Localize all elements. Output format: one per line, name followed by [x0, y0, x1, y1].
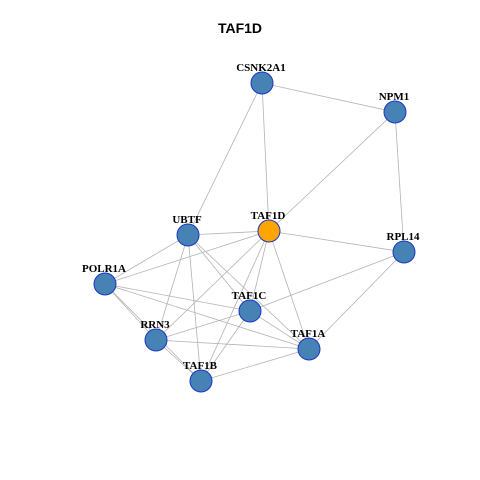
edge-taf1c-rrn3: [155, 310, 251, 341]
edge-csnk2a1-taf1d: [261, 82, 270, 232]
graph-title: TAF1D: [217, 20, 263, 36]
edge-npm1-taf1d: [268, 111, 396, 232]
edge-ubtf-rrn3: [155, 234, 189, 341]
edge-taf1d-taf1c: [249, 230, 270, 312]
edge-layer: [104, 82, 405, 382]
node-label-csnk2a1: CSNK2A1: [236, 62, 286, 74]
edge-polr1a-rrn3: [104, 283, 157, 341]
edge-rpl14-taf1a: [308, 251, 405, 350]
node-label-taf1d: TAF1D: [251, 210, 286, 222]
edge-taf1d-polr1a: [104, 230, 270, 285]
node-rrn3[interactable]: [144, 328, 168, 352]
edge-npm1-rpl14: [394, 111, 405, 253]
edge-rrn3-taf1a: [155, 339, 310, 350]
node-taf1b[interactable]: [189, 369, 213, 393]
node-layer: [93, 71, 416, 393]
node-label-polr1a: POLR1A: [82, 263, 126, 275]
node-npm1[interactable]: [383, 100, 407, 124]
edge-taf1b-taf1a: [200, 348, 310, 382]
edge-ubtf-taf1a: [187, 234, 310, 350]
node-label-npm1: NPM1: [379, 91, 410, 103]
node-label-rpl14: RPL14: [387, 231, 421, 243]
node-taf1a[interactable]: [297, 337, 321, 361]
edge-csnk2a1-npm1: [261, 82, 396, 113]
edge-taf1c-taf1a: [249, 310, 310, 350]
node-label-taf1c: TAF1C: [232, 290, 267, 302]
node-ubtf[interactable]: [176, 223, 200, 247]
edge-csnk2a1-ubtf: [187, 82, 263, 236]
edge-ubtf-taf1c: [187, 234, 251, 312]
edge-taf1d-rrn3: [155, 230, 270, 341]
edge-polr1a-taf1a: [104, 283, 310, 350]
edge-taf1d-taf1b: [200, 230, 270, 382]
edge-polr1a-taf1c: [104, 283, 251, 312]
node-polr1a[interactable]: [93, 272, 117, 296]
node-label-taf1a: TAF1A: [291, 328, 326, 340]
node-label-ubtf: UBTF: [172, 214, 202, 226]
edge-taf1d-taf1a: [268, 230, 310, 350]
edge-ubtf-polr1a: [104, 234, 189, 285]
edge-ubtf-taf1d: [187, 230, 270, 236]
edge-taf1c-taf1b: [200, 310, 251, 382]
edge-ubtf-taf1b: [187, 234, 202, 382]
node-rpl14[interactable]: [392, 240, 416, 264]
node-label-rrn3: RRN3: [140, 319, 170, 331]
node-csnk2a1[interactable]: [250, 71, 274, 95]
node-taf1c[interactable]: [238, 299, 262, 323]
edge-rpl14-taf1c: [249, 251, 405, 312]
node-label-taf1b: TAF1B: [183, 360, 218, 372]
node-taf1d[interactable]: [257, 219, 281, 243]
edge-taf1d-rpl14: [268, 230, 405, 253]
